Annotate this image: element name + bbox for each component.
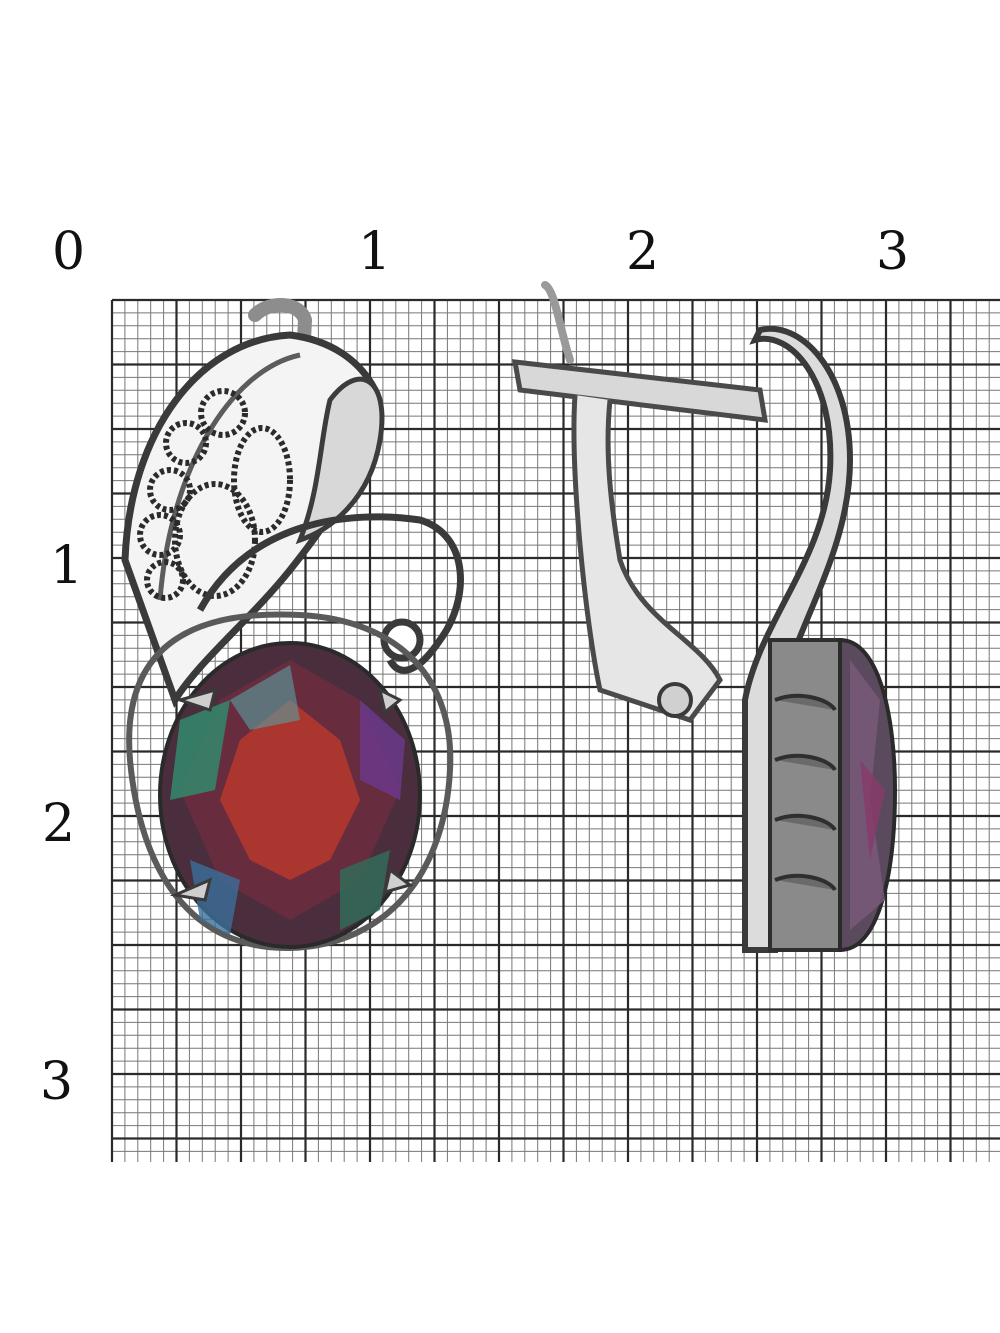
x-tick-label-0: 0 xyxy=(52,222,86,282)
y-tick-label-3: 3 xyxy=(40,1052,74,1112)
y-tick-label-1: 1 xyxy=(50,536,84,596)
y-tick-label-2: 2 xyxy=(42,794,76,854)
x-tick-label-1: 1 xyxy=(358,222,392,282)
earring-front-view xyxy=(121,298,464,952)
x-tick-label-3: 3 xyxy=(876,222,910,282)
x-tick-label-2: 2 xyxy=(626,222,660,282)
earring-side-view xyxy=(511,281,898,953)
